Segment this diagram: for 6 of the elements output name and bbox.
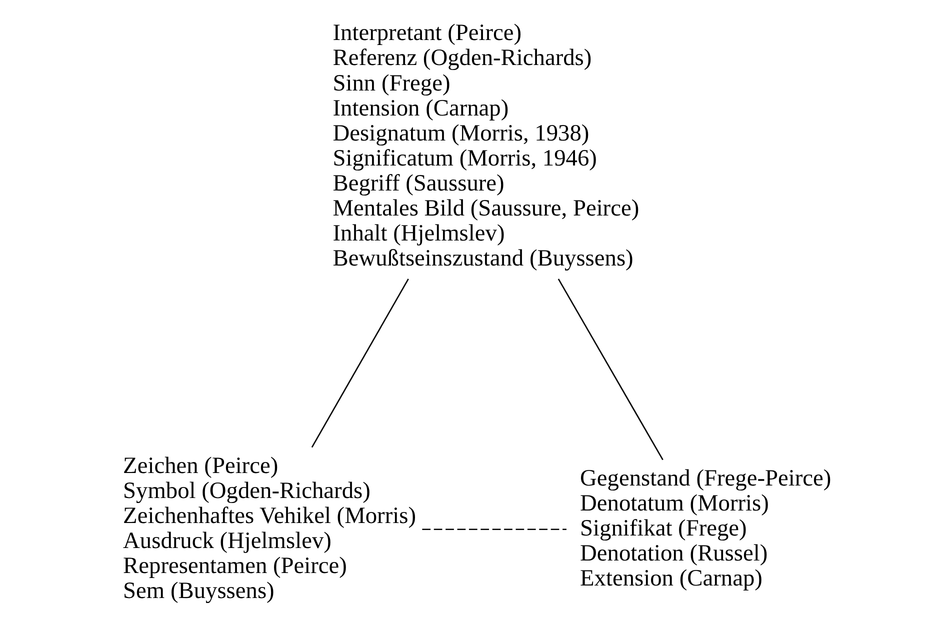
node-text: Gegenstand (Frege-Peirce) Denotatum (Morris) Signifikat (Frege) Denotation (Russel) Extension (Carnap)	[580, 465, 832, 592]
connector	[558, 278, 664, 460]
connector	[311, 278, 409, 448]
connector	[422, 528, 566, 530]
node-text: Interpretant (Peirce) Referenz (Ogden-Richards) Sinn (Frege) Intension (Carnap) Designatum (Morris, 1938) Significatum (Morris, 1946) Begriff (Saussure) Mentales Bild (Saussure, Peirce) Inhalt (Hjelmslev) Bewußtseinszustand (Buyssens)	[332, 20, 640, 272]
node-text: Zeichen (Peirce) Symbol (Ogden-Richards) Zeichenhaftes Vehikel (Morris) Ausdruck (Hjelmslev) Representamen (Peirce) Sem (Buyssens)	[123, 452, 416, 604]
